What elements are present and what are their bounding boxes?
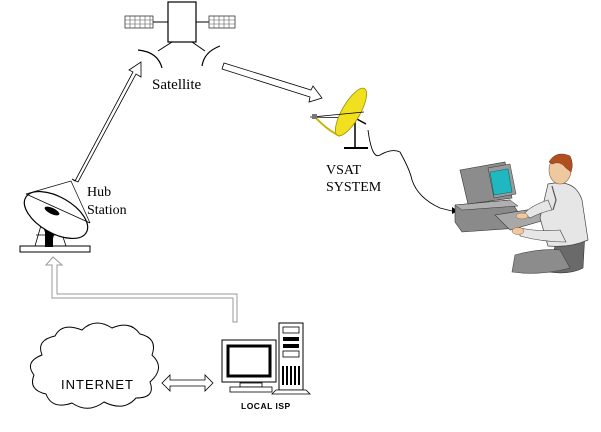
downlink-arrow <box>221 62 323 103</box>
hub-label-line1: Hub <box>87 185 111 200</box>
internet-isp-arrow <box>161 374 214 392</box>
satellite-label: Satellite <box>152 77 201 93</box>
satellite-icon <box>124 1 236 69</box>
satellite-dish-icon <box>19 180 91 253</box>
vsat-label-line1: VSAT <box>326 163 361 178</box>
man-at-computer-icon <box>454 153 589 274</box>
yellow-dish-antenna-icon <box>309 87 368 149</box>
cable-connection <box>367 129 458 214</box>
server-computer-icon <box>221 322 311 395</box>
isp-to-hub-arrow <box>44 256 238 323</box>
vsat-label-line2: SYSTEM <box>326 180 382 195</box>
uplink-arrow <box>71 61 142 183</box>
internet-label: INTERNET <box>61 377 134 392</box>
hub-label-line2: Station <box>87 203 127 218</box>
cloud-icon <box>29 322 159 409</box>
local-isp-label: LOCAL ISP <box>241 401 291 411</box>
